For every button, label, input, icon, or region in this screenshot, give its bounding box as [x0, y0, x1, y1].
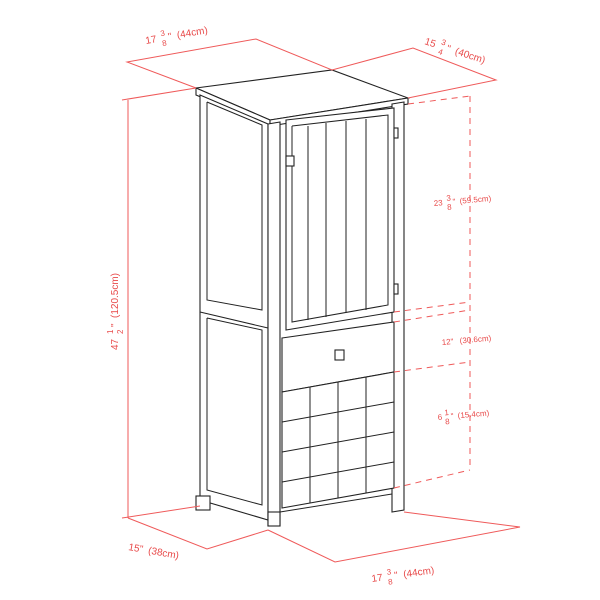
rack-height-label: 6 1 8 " (15.4cm): [437, 408, 490, 426]
wine-cabinet-drawing: [193, 69, 411, 527]
svg-text:17: 17: [145, 34, 158, 47]
svg-text:12": 12": [441, 337, 454, 347]
svg-text:(38cm): (38cm): [147, 546, 180, 562]
svg-text:": ": [450, 412, 454, 421]
svg-text:47: 47: [110, 338, 121, 350]
svg-text:17: 17: [371, 572, 384, 585]
svg-text:(30.6cm): (30.6cm): [459, 334, 492, 346]
svg-text:15": 15": [127, 542, 144, 555]
svg-text:23: 23: [433, 198, 443, 208]
svg-text:(59.5cm): (59.5cm): [459, 194, 492, 206]
drawer-knob-icon: [334, 349, 345, 361]
svg-text:3: 3: [446, 193, 452, 202]
svg-text:3: 3: [160, 29, 166, 39]
wine-rack-grid: [281, 377, 395, 503]
svg-text:(40cm): (40cm): [454, 46, 487, 66]
svg-text:(120.5cm): (120.5cm): [110, 273, 121, 318]
svg-text:(44cm): (44cm): [403, 565, 435, 580]
svg-text:4: 4: [437, 47, 445, 57]
svg-text:(44cm): (44cm): [176, 25, 209, 41]
door-knob-icon: [285, 155, 295, 167]
svg-text:1: 1: [444, 408, 450, 417]
svg-text:8: 8: [161, 38, 167, 48]
svg-text:": ": [394, 570, 399, 581]
door-height-label: 23 3 8 " (59.5cm): [433, 193, 492, 211]
svg-text:": ": [445, 43, 452, 55]
dimension-lines: [121, 38, 521, 563]
svg-text:": ": [110, 323, 121, 327]
svg-text:8: 8: [445, 417, 451, 426]
side-panel: [199, 94, 269, 521]
front-left-leg: [267, 121, 281, 527]
svg-text:6: 6: [437, 413, 443, 422]
height-label: 47 1 2 " (120.5cm): [106, 273, 125, 350]
svg-text:": ": [452, 197, 456, 206]
svg-text:(15.4cm): (15.4cm): [457, 409, 490, 421]
svg-text:3: 3: [440, 38, 448, 48]
svg-text:": ": [167, 31, 173, 43]
top-width-label: 17 3 8 " (44cm): [145, 25, 209, 48]
svg-text:8: 8: [388, 577, 394, 587]
svg-text:2: 2: [116, 329, 125, 334]
svg-text:3: 3: [386, 567, 392, 577]
svg-text:1: 1: [106, 329, 115, 334]
svg-text:15: 15: [423, 36, 437, 50]
bottom-depth-label: 15" (38cm): [127, 542, 179, 562]
cabinet-door: [285, 107, 395, 331]
bottom-width-label: 17 3 8 " (44cm): [371, 565, 435, 587]
middle-height-label: 12" (30.6cm): [441, 334, 491, 347]
svg-text:8: 8: [447, 202, 453, 211]
